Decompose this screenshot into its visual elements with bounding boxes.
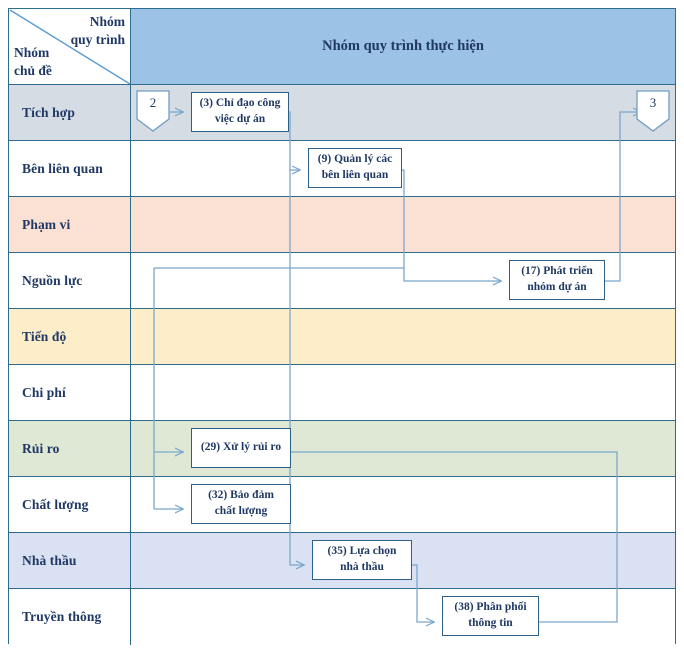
process-box-line2: bên liên quan xyxy=(321,169,389,181)
row-body-communication xyxy=(131,589,675,645)
row-label-procurement: Nhà thầu xyxy=(9,533,131,588)
matrix-header-title: Nhóm quy trình thực hiện xyxy=(131,9,675,85)
entry-connector-2-number: 2 xyxy=(149,95,157,110)
process-box-line1: (3) Chỉ đạo công xyxy=(199,97,281,110)
matrix-row-communication: Truyền thông xyxy=(9,589,675,645)
row-body-cost xyxy=(131,365,675,420)
process-box-p9[interactable]: (9) Quản lý các bên liên quan xyxy=(308,148,402,188)
row-body-stakeholder xyxy=(131,141,675,196)
row-label-quality: Chất lượng xyxy=(9,477,131,532)
row-label-resource: Nguồn lực xyxy=(9,253,131,308)
entry-connector-2[interactable]: 2 xyxy=(136,90,170,132)
process-box-line2: việc dự án xyxy=(214,113,266,125)
row-label-scope: Phạm vi xyxy=(9,197,131,252)
process-box-line1: (9) Quản lý các xyxy=(317,153,393,166)
row-label-communication: Truyền thông xyxy=(9,589,131,645)
matrix-row-quality: Chất lượng xyxy=(9,477,675,533)
process-box-p32[interactable]: (32) Bảo đảm chất lượng xyxy=(191,484,291,524)
row-label-schedule: Tiến độ xyxy=(9,309,131,364)
process-box-line2: nhóm dự án xyxy=(527,281,587,293)
matrix-row-schedule: Tiến độ xyxy=(9,309,675,365)
process-box-line2: chất lượng xyxy=(214,505,268,517)
row-axis-label-line2: chủ đề xyxy=(14,62,52,78)
matrix-row-scope: Phạm vi xyxy=(9,197,675,253)
process-box-p3[interactable]: (3) Chỉ đạo công việc dự án xyxy=(191,92,289,132)
matrix-row-cost: Chi phí xyxy=(9,365,675,421)
row-body-scope xyxy=(131,197,675,252)
exit-connector-3-number: 3 xyxy=(649,95,657,110)
process-box-line2: nhà thầu xyxy=(340,561,384,573)
matrix-axis-corner-cell: Nhóm quy trình Nhóm chủ đề xyxy=(9,9,131,85)
row-label-integration: Tích hợp xyxy=(9,85,131,140)
process-box-line1: (32) Bảo đảm xyxy=(208,489,274,502)
process-box-line1: (35) Lựa chọn xyxy=(327,545,397,558)
process-box-p29[interactable]: (29) Xử lý rủi ro xyxy=(191,428,291,468)
matrix-row-risk: Rủi ro xyxy=(9,421,675,477)
row-axis-label: Nhóm chủ đề xyxy=(14,44,52,80)
row-label-stakeholder: Bên liên quan xyxy=(9,141,131,196)
process-box-p17[interactable]: (17) Phát triển nhóm dự án xyxy=(509,260,605,300)
matrix-row-integration: Tích hợp xyxy=(9,85,675,141)
process-box-line1: (29) Xử lý rủi ro xyxy=(200,441,282,454)
process-box-line2: thông tin xyxy=(468,617,513,629)
column-axis-label-line2: quy trình xyxy=(70,32,125,48)
row-label-risk: Rủi ro xyxy=(9,421,131,476)
process-box-p35[interactable]: (35) Lựa chọn nhà thầu xyxy=(312,540,412,580)
column-axis-label: Nhóm quy trình xyxy=(71,13,125,49)
row-label-cost: Chi phí xyxy=(9,365,131,420)
row-axis-label-line1: Nhóm xyxy=(14,44,50,60)
column-axis-label-line1: Nhóm xyxy=(89,14,125,29)
exit-connector-3[interactable]: 3 xyxy=(636,90,670,132)
process-box-p38[interactable]: (38) Phân phối thông tin xyxy=(442,596,539,636)
process-box-line1: (17) Phát triển xyxy=(521,265,593,278)
process-box-line1: (38) Phân phối xyxy=(454,601,527,614)
row-body-schedule xyxy=(131,309,675,364)
